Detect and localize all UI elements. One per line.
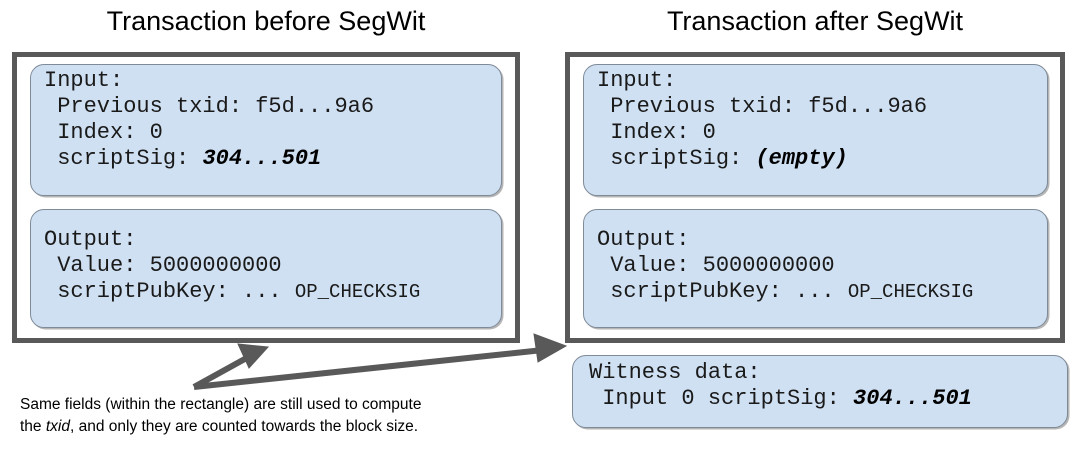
input-index-after: Index: 0 xyxy=(597,120,716,145)
output-header-before: Output: xyxy=(44,227,137,252)
output-value-before: Value: 5000000000 xyxy=(44,253,282,278)
arrow-shaft-to-left-box xyxy=(192,352,254,390)
witness-header: Witness data: xyxy=(589,360,761,385)
input-header-after: Input: xyxy=(597,68,677,93)
caption-txid-italic: txid xyxy=(45,418,70,435)
caption-text: Same fields (within the rectangle) are s… xyxy=(20,394,550,438)
page-title-after-segwit: Transaction after SegWit xyxy=(666,6,964,36)
input-scriptsig-row-after: scriptSig: (empty) xyxy=(597,146,848,172)
output-header-after: Output: xyxy=(597,227,690,252)
input-field-box-before xyxy=(30,64,502,196)
output-scriptpubkey-label-after: scriptPubKey: ... xyxy=(597,279,848,304)
input-prev-txid-before: Previous txid: f5d...9a6 xyxy=(44,94,375,119)
output-scriptpubkey-row-after: scriptPubKey: ... OP_CHECKSIG xyxy=(597,279,973,305)
arrow-shaft-to-right-box xyxy=(193,347,544,390)
input-scriptsig-value-before: 304...501 xyxy=(202,146,322,171)
page-title-before-segwit: Transaction before SegWit xyxy=(106,6,426,36)
output-value-after: Value: 5000000000 xyxy=(597,253,835,278)
caption-line1: Same fields (within the rectangle) are s… xyxy=(20,396,422,413)
input-prev-txid-after: Previous txid: f5d...9a6 xyxy=(597,94,928,119)
output-field-box-after xyxy=(583,209,1048,328)
witness-input-value: 304...501 xyxy=(853,386,972,411)
witness-input-label: Input 0 scriptSig: xyxy=(589,386,854,411)
output-scriptpubkey-row-before: scriptPubKey: ... OP_CHECKSIG xyxy=(44,279,420,305)
input-header-before: Input: xyxy=(44,68,124,93)
output-scriptpubkey-op-before: OP_CHECKSIG xyxy=(294,281,421,303)
output-field-box-before xyxy=(30,209,502,328)
input-scriptsig-value-after: (empty) xyxy=(755,146,848,171)
caption-line2-suffix: , and only they are counted towards the … xyxy=(69,418,419,435)
witness-input-row: Input 0 scriptSig: 304...501 xyxy=(589,386,972,412)
output-scriptpubkey-op-after: OP_CHECKSIG xyxy=(847,281,974,303)
output-scriptpubkey-label-before: scriptPubKey: ... xyxy=(44,279,295,304)
input-index-before: Index: 0 xyxy=(44,120,163,145)
input-field-box-after xyxy=(583,64,1048,196)
input-scriptsig-label-before: scriptSig: xyxy=(44,146,203,171)
input-scriptsig-row-before: scriptSig: 304...501 xyxy=(44,146,321,172)
caption-line2-prefix: the xyxy=(20,418,46,435)
arrow-head-to-left-box xyxy=(237,343,270,369)
arrow-head-to-right-box xyxy=(533,333,568,363)
witness-data-box xyxy=(572,355,1068,428)
input-scriptsig-label-after: scriptSig: xyxy=(597,146,756,171)
